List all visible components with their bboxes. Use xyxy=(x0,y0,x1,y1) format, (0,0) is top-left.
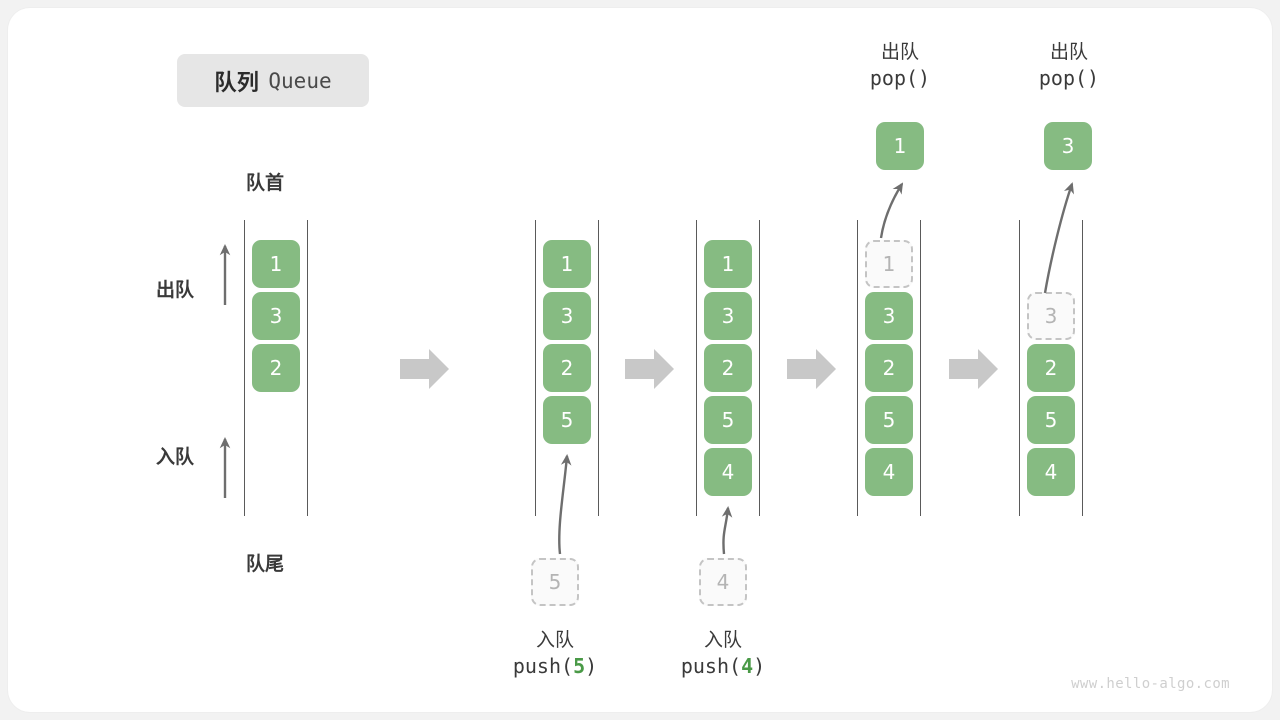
popped-cell-column-4: 1 xyxy=(876,122,924,170)
enqueue-direction-label: 入队 xyxy=(156,446,195,468)
push-caption-code-3: push(4) xyxy=(680,654,766,679)
queue-cell: 5 xyxy=(1027,396,1075,444)
queue-rail-left xyxy=(857,220,858,516)
queue-rail-right xyxy=(307,220,308,516)
queue-rail-left xyxy=(1019,220,1020,516)
step-arrow-3 xyxy=(787,349,836,389)
queue-cell: 5 xyxy=(543,396,591,444)
push-caption-cn-3: 入队 xyxy=(703,629,742,651)
queue-rail-right xyxy=(1082,220,1083,516)
arrow-overlay xyxy=(219,182,1074,555)
push-arg-3: 4 xyxy=(741,654,754,679)
queue-column-after-pop-1: 1 3 2 5 4 xyxy=(857,220,921,516)
diagram-card: 队列 Queue 队首 队尾 出队 入队 出队 pop() 出队 pop() 1… xyxy=(8,8,1272,712)
push-caption-column-3: 入队 push(4) xyxy=(655,628,791,680)
title-cn: 队列 xyxy=(214,70,260,96)
pop-header-column-5: 出队 pop() xyxy=(999,40,1139,92)
queue-cell-ghost: 1 xyxy=(865,240,913,288)
pop-header-cn-5: 出队 xyxy=(1049,41,1088,63)
step-arrow-4 xyxy=(949,349,998,389)
incoming-cell-push-4: 4 xyxy=(699,558,747,606)
queue-cell: 3 xyxy=(543,292,591,340)
title-en: Queue xyxy=(268,68,332,93)
queue-cell: 2 xyxy=(865,344,913,392)
dequeue-direction-label: 出队 xyxy=(156,279,195,301)
popped-cell-column-5: 3 xyxy=(1044,122,1092,170)
queue-column-after-pop-3: 3 2 5 4 xyxy=(1019,220,1083,516)
queue-column-initial: 1 3 2 xyxy=(244,220,308,516)
queue-cell-ghost: 3 xyxy=(1027,292,1075,340)
queue-cell: 3 xyxy=(865,292,913,340)
watermark: www.hello-algo.com xyxy=(1071,676,1230,692)
queue-cell: 5 xyxy=(704,396,752,444)
pop-header-code-5: pop() xyxy=(1038,66,1100,91)
queue-cell: 2 xyxy=(252,344,300,392)
queue-cell: 4 xyxy=(1027,448,1075,496)
queue-cell: 3 xyxy=(704,292,752,340)
step-arrow-1 xyxy=(400,349,449,389)
queue-rail-right xyxy=(598,220,599,516)
pop-header-column-4: 出队 pop() xyxy=(830,40,970,92)
queue-rail-left xyxy=(696,220,697,516)
queue-rail-right xyxy=(759,220,760,516)
queue-cell: 2 xyxy=(1027,344,1075,392)
queue-cell: 1 xyxy=(543,240,591,288)
diagram-title-chip: 队列 Queue xyxy=(177,54,369,107)
queue-front-label: 队首 xyxy=(246,172,285,194)
queue-column-after-push-5: 1 3 2 5 xyxy=(535,220,599,516)
step-arrow-2 xyxy=(625,349,674,389)
queue-column-after-push-4: 1 3 2 5 4 xyxy=(696,220,760,516)
queue-rear-label: 队尾 xyxy=(246,553,285,575)
incoming-cell-push-5: 5 xyxy=(531,558,579,606)
queue-cell: 4 xyxy=(865,448,913,496)
queue-cell: 4 xyxy=(704,448,752,496)
queue-rail-left xyxy=(244,220,245,516)
push-caption-code-2: push(5) xyxy=(512,654,598,679)
queue-cell: 3 xyxy=(252,292,300,340)
pop-header-cn-4: 出队 xyxy=(880,41,919,63)
queue-cell: 1 xyxy=(704,240,752,288)
push-caption-cn-2: 入队 xyxy=(535,629,574,651)
pop-header-code-4: pop() xyxy=(869,66,931,91)
queue-cell: 1 xyxy=(252,240,300,288)
queue-cell: 5 xyxy=(865,396,913,444)
queue-cell: 2 xyxy=(543,344,591,392)
queue-rail-right xyxy=(920,220,921,516)
queue-cell: 2 xyxy=(704,344,752,392)
queue-rail-left xyxy=(535,220,536,516)
push-caption-column-2: 入队 push(5) xyxy=(487,628,623,680)
push-arg-2: 5 xyxy=(573,654,586,679)
